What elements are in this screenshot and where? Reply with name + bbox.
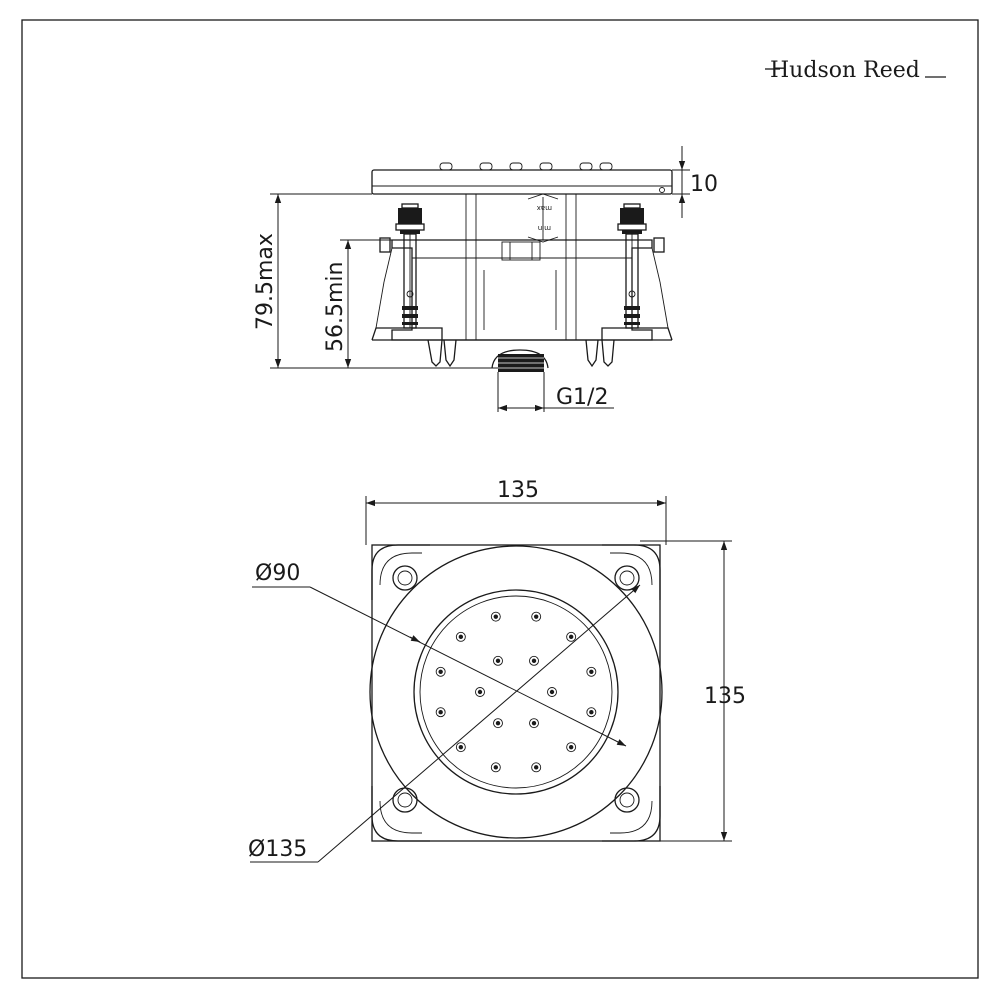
nozzle-core — [495, 720, 501, 726]
nozzle-bumps — [439, 162, 613, 171]
nozzle — [586, 666, 597, 677]
nozzle-core — [589, 709, 594, 715]
arrow-max-label: max — [537, 204, 552, 212]
nozzle-core — [549, 689, 555, 695]
nozzle — [455, 742, 466, 753]
side-view: max min — [253, 146, 718, 412]
nozzle — [566, 631, 577, 642]
nozzle-core — [493, 765, 499, 770]
corner-lug — [602, 544, 661, 600]
nozzle — [435, 666, 446, 677]
outer-ring — [369, 545, 663, 839]
arrow-min-label: min — [538, 224, 551, 232]
leader-inner-diameter — [252, 586, 627, 747]
nozzle-core — [493, 614, 499, 619]
nozzle — [493, 718, 503, 729]
nozzle-core — [533, 614, 539, 619]
nozzle — [531, 762, 542, 773]
nozzle-core — [458, 744, 464, 750]
nozzle-core — [531, 720, 537, 726]
nozzle — [547, 687, 557, 697]
dimension-min-height — [340, 239, 392, 368]
nozzle-core — [533, 765, 539, 770]
spray-nozzles — [435, 611, 597, 773]
mounting-legs — [427, 339, 615, 368]
nozzle — [531, 611, 542, 622]
outer-diameter-label: Ø135 — [248, 837, 307, 862]
nozzle — [455, 631, 466, 642]
left-bolt-assembly — [379, 203, 425, 329]
max-min-indicator: max min — [527, 193, 559, 243]
nozzle — [529, 718, 539, 729]
nozzle — [490, 762, 501, 773]
nozzle-core — [568, 634, 574, 640]
nozzle — [566, 742, 577, 753]
dimension-width — [365, 496, 667, 545]
right-bolt-assembly — [617, 203, 665, 329]
max-height-label: 79.5max — [253, 233, 278, 330]
inner-diameter-label: Ø90 — [255, 561, 300, 586]
nozzle-core — [458, 634, 464, 640]
nozzle-core — [477, 689, 483, 695]
square-base — [371, 544, 661, 842]
base-flange — [371, 327, 673, 341]
corner-lug — [602, 786, 661, 842]
dimension-plate-thickness — [672, 146, 690, 218]
housing-body — [391, 239, 653, 341]
nozzle — [493, 655, 503, 666]
cover-plate — [371, 169, 673, 195]
corner-lug — [371, 544, 430, 600]
height-label: 135 — [704, 684, 746, 709]
drawing-border — [21, 19, 979, 979]
dimension-height — [640, 540, 732, 842]
thread-size-label: G1/2 — [556, 385, 608, 410]
nozzle-core — [531, 658, 537, 664]
nozzle — [435, 707, 446, 718]
nozzle-core — [589, 669, 594, 675]
top-view: Ø90 Ø135 135 135 — [248, 478, 746, 863]
nozzle — [529, 655, 539, 666]
nozzle-core — [495, 658, 501, 664]
corner-lug — [371, 786, 430, 842]
nozzle — [586, 707, 597, 718]
inlet-thread — [491, 349, 614, 412]
leader-outer-diameter — [250, 584, 641, 863]
dimension-max-height — [270, 193, 498, 369]
nozzle-core — [438, 709, 443, 715]
nozzle — [490, 611, 501, 622]
min-height-label: 56.5min — [323, 262, 348, 352]
inner-spray-face — [413, 589, 619, 795]
brand-name: Hudson Reed — [770, 58, 920, 83]
brand-logo: Hudson Reed — [765, 58, 946, 83]
nozzle — [475, 687, 485, 697]
plate-thickness-label: 10 — [690, 172, 718, 197]
width-label: 135 — [497, 478, 539, 503]
nozzle-core — [568, 744, 574, 750]
nozzle-core — [438, 669, 443, 675]
